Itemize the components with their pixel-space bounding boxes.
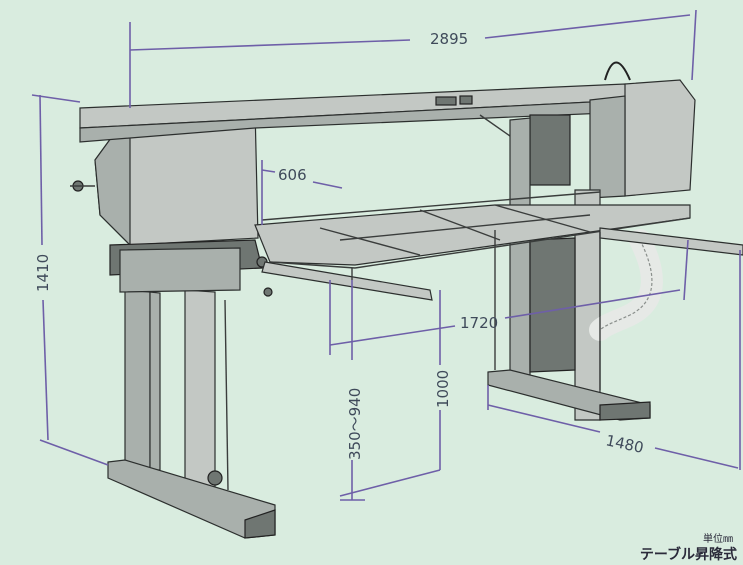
work-table — [254, 191, 743, 390]
subtitle-label: テーブル昇降式 — [639, 547, 737, 563]
base-depth-dimension: 1480 — [487, 250, 741, 470]
left-column — [107, 289, 276, 539]
table-length-dimension: 1720 — [329, 239, 689, 355]
work-height-dimension: 1000 — [339, 290, 452, 497]
right-head — [479, 61, 696, 199]
table-length-label: 1720 — [460, 314, 498, 332]
caption-block: 単位㎜ テーブル昇降式 — [640, 533, 737, 563]
table-width-dimension: 606 — [261, 160, 343, 225]
dust-duct — [589, 229, 663, 341]
overall-height-dimension: 1410 — [31, 94, 109, 466]
table-width-label: 606 — [278, 166, 307, 184]
unit-label: 単位㎜ — [703, 534, 733, 545]
table-height-range-dimension: 350～940 — [340, 280, 365, 501]
overall-height-label: 1410 — [34, 254, 52, 292]
belt-sander-machine — [70, 61, 743, 539]
work-height-label: 1000 — [434, 370, 452, 408]
dimension-lines: 2895 606 1720 350～940 — [31, 9, 741, 501]
base-depth-label: 1480 — [604, 431, 645, 457]
overall-length-label: 2895 — [430, 30, 468, 48]
left-head — [70, 107, 273, 297]
overall-length-dimension: 2895 — [129, 9, 697, 108]
table-height-range-label: 350～940 — [346, 388, 364, 460]
